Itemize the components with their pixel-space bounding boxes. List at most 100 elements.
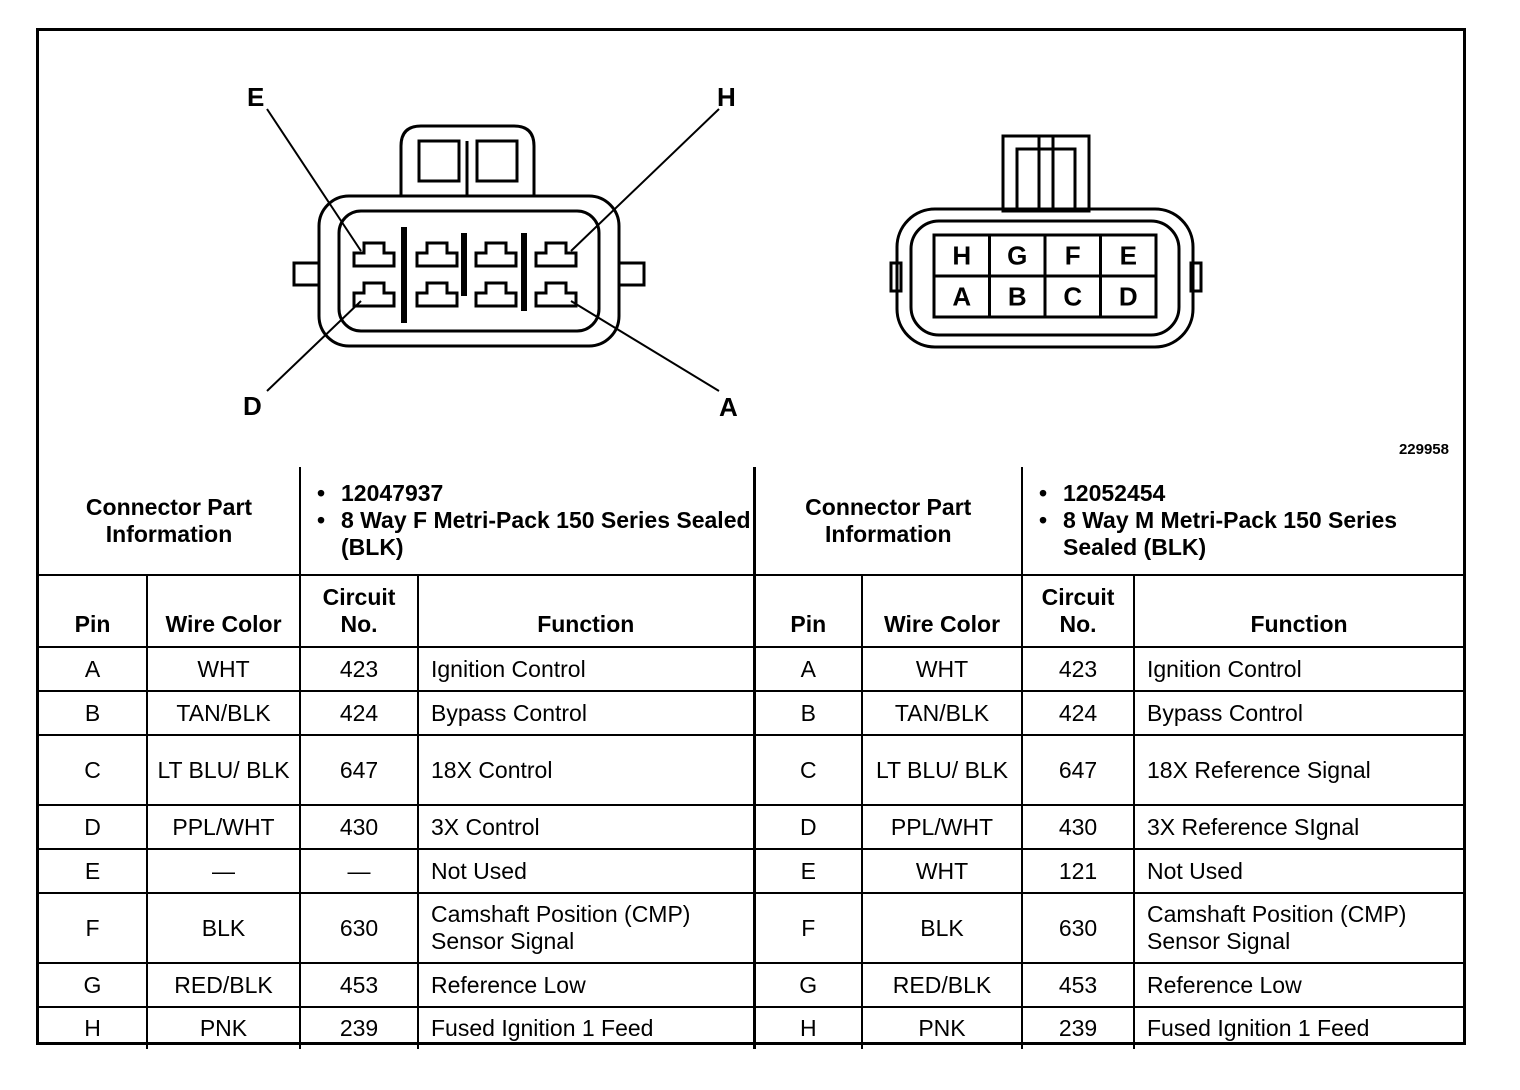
- function-cell: Not Used: [1133, 848, 1463, 894]
- pin-cell: G: [39, 962, 148, 1008]
- circuit-cell: 630: [1021, 892, 1135, 964]
- left-pin-header: Pin: [39, 574, 148, 648]
- function-cell: Reference Low: [417, 962, 755, 1008]
- function-cell: Fused Ignition 1 Feed: [417, 1006, 755, 1049]
- left-wire-header: Wire Color: [146, 574, 301, 648]
- male-pin-label: C: [1063, 282, 1082, 312]
- pin-cell: A: [39, 647, 148, 692]
- male-pin-cell: [1099, 274, 1158, 319]
- circuit-cell: 239: [1021, 1006, 1135, 1049]
- pin-cell: G: [752, 962, 863, 1008]
- circuit-cell: 453: [1021, 962, 1135, 1008]
- right-wire-header: Wire Color: [861, 574, 1023, 648]
- wire-color-cell: WHT: [146, 647, 301, 692]
- function-cell: 3X Control: [417, 804, 755, 850]
- female-callouts: E H D A: [243, 82, 738, 422]
- left-circuit-header: Circuit No.: [299, 574, 419, 648]
- wire-color-cell: TAN/BLK: [861, 690, 1023, 736]
- pin-cell: E: [39, 848, 148, 894]
- pin-cell: F: [39, 892, 148, 964]
- right-circuit-header: Circuit No.: [1021, 574, 1135, 648]
- circuit-cell: 423: [299, 647, 419, 692]
- male-pin-label: H: [952, 241, 971, 271]
- pin-cell: E: [752, 848, 863, 894]
- wire-color-cell: PPL/WHT: [146, 804, 301, 850]
- circuit-cell: 430: [299, 804, 419, 850]
- wire-color-cell: BLK: [861, 892, 1023, 964]
- function-cell: Ignition Control: [1133, 647, 1463, 692]
- circuit-cell: 430: [1021, 804, 1135, 850]
- wire-color-cell: RED/BLK: [861, 962, 1023, 1008]
- circuit-cell: 647: [299, 734, 419, 806]
- function-cell: 3X Reference SIgnal: [1133, 804, 1463, 850]
- right-part-info: 12052454 8 Way M Metri-Pack 150 Series S…: [1021, 467, 1463, 576]
- wire-color-cell: WHT: [861, 647, 1023, 692]
- pin-cell: D: [39, 804, 148, 850]
- right-part-desc: 8 Way M Metri-Pack 150 Series Sealed (BL…: [1039, 507, 1463, 561]
- column-header-row: Pin Wire Color Circuit No. Function Pin …: [39, 574, 1463, 648]
- function-cell: Bypass Control: [417, 690, 755, 736]
- pin-cell: C: [39, 734, 148, 806]
- left-part-info: 12047937 8 Way F Metri-Pack 150 Series S…: [299, 467, 755, 576]
- part-info-row: Connector Part Information 12047937 8 Wa…: [39, 467, 1463, 576]
- left-part-number: 12047937: [317, 480, 753, 507]
- callout-e: E: [247, 82, 264, 112]
- pin-cell: H: [752, 1006, 863, 1049]
- right-pin-header: Pin: [752, 574, 863, 648]
- callout-h: H: [717, 82, 736, 112]
- male-pin-label: D: [1119, 282, 1138, 312]
- function-cell: Not Used: [417, 848, 755, 894]
- circuit-cell: 647: [1021, 734, 1135, 806]
- wire-color-cell: BLK: [146, 892, 301, 964]
- left-function-header: Function: [417, 574, 755, 648]
- male-pin-label: B: [1008, 282, 1027, 312]
- wire-color-cell: LT BLU/ BLK: [146, 734, 301, 806]
- wire-color-cell: WHT: [861, 848, 1023, 894]
- left-part-desc: 8 Way F Metri-Pack 150 Series Sealed (BL…: [317, 507, 753, 561]
- wire-color-cell: PNK: [146, 1006, 301, 1049]
- pin-cell: D: [752, 804, 863, 850]
- wire-color-cell: TAN/BLK: [146, 690, 301, 736]
- circuit-cell: 239: [299, 1006, 419, 1049]
- pin-cell: H: [39, 1006, 148, 1049]
- wire-color-cell: —: [146, 848, 301, 894]
- pin-cell: F: [752, 892, 863, 964]
- circuit-cell: —: [299, 848, 419, 894]
- male-pin-label: G: [1007, 241, 1027, 271]
- function-cell: 18X Control: [417, 734, 755, 806]
- male-pin-label: A: [952, 282, 971, 312]
- circuit-cell: 423: [1021, 647, 1135, 692]
- function-cell: Ignition Control: [417, 647, 755, 692]
- pin-cell: A: [752, 647, 863, 692]
- wire-color-cell: RED/BLK: [146, 962, 301, 1008]
- right-info-label: Connector Part Information: [752, 467, 1023, 576]
- male-pin-label: E: [1120, 241, 1137, 271]
- right-part-number: 12052454: [1039, 480, 1463, 507]
- circuit-cell: 121: [1021, 848, 1135, 894]
- right-function-header: Function: [1133, 574, 1463, 648]
- pin-cell: B: [752, 690, 863, 736]
- function-cell: Camshaft Position (CMP) Sensor Signal: [1133, 892, 1463, 964]
- callout-d: D: [243, 391, 262, 421]
- function-cell: Reference Low: [1133, 962, 1463, 1008]
- pin-cell: B: [39, 690, 148, 736]
- left-info-label: Connector Part Information: [39, 467, 301, 576]
- function-cell: Fused Ignition 1 Feed: [1133, 1006, 1463, 1049]
- figure-id: 229958: [1398, 441, 1449, 458]
- circuit-cell: 424: [1021, 690, 1135, 736]
- circuit-cell: 630: [299, 892, 419, 964]
- function-cell: Camshaft Position (CMP) Sensor Signal: [417, 892, 755, 964]
- wire-color-cell: PPL/WHT: [861, 804, 1023, 850]
- female-connector: [266, 108, 720, 392]
- function-cell: 18X Reference Signal: [1133, 734, 1463, 806]
